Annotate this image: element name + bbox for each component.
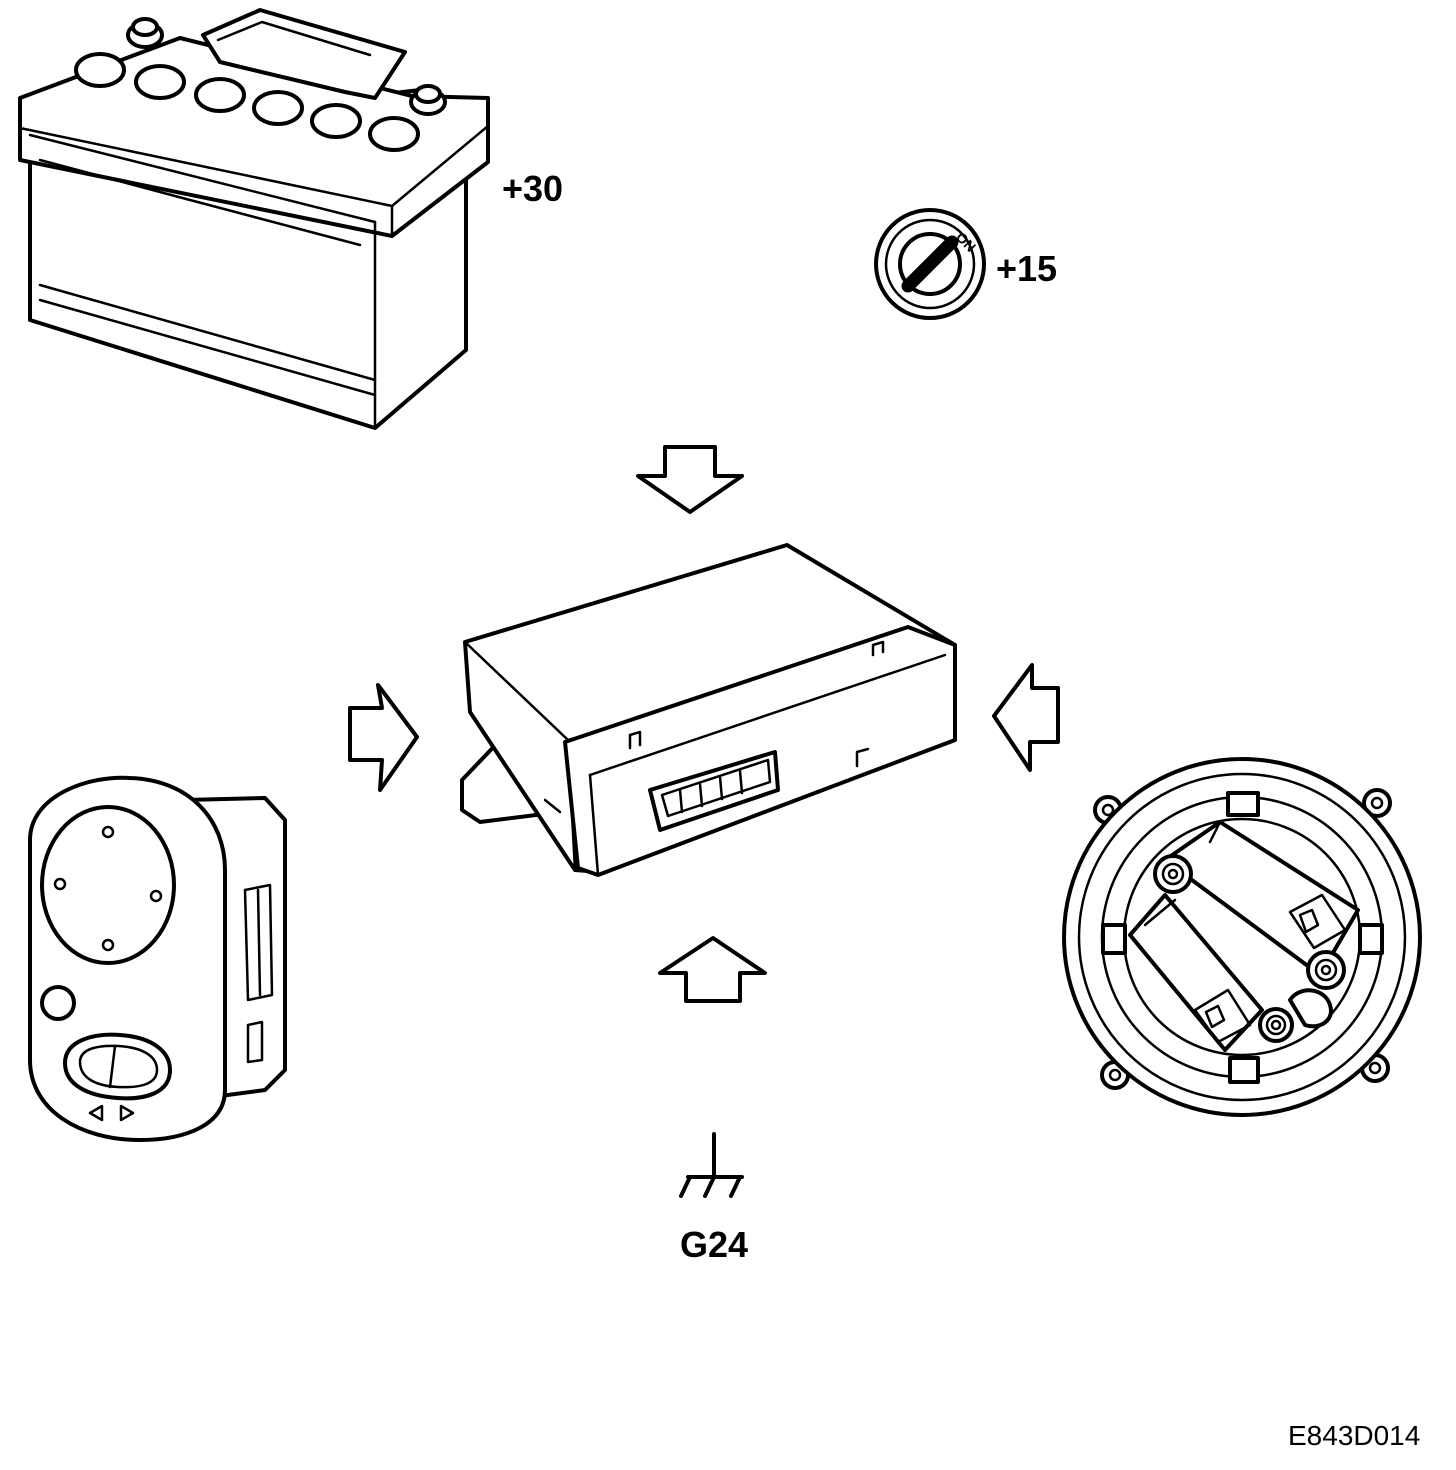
ecu-module-icon <box>460 543 957 877</box>
ground-point-label: G24 <box>680 1224 749 1265</box>
ignition-terminal-label: +15 <box>996 248 1058 289</box>
arrow-right-icon <box>348 683 419 792</box>
arrow-left-icon <box>992 663 1060 772</box>
arrow-up-icon <box>658 936 767 1003</box>
mirror-motor-icon <box>1062 757 1422 1117</box>
module-connector <box>648 750 780 832</box>
battery-cell-caps <box>74 52 420 152</box>
battery-terminal-right <box>409 84 447 116</box>
ignition-key-icon: ON <box>874 208 986 320</box>
ground-symbol-icon <box>679 1132 744 1198</box>
battery-terminal-left <box>126 17 164 49</box>
mirror-adjust-switch-icon <box>28 775 287 1142</box>
battery-terminal-label: +30 <box>502 168 564 209</box>
car-battery-icon <box>18 8 490 430</box>
figure-code-label: E843D014 <box>1288 1420 1421 1451</box>
arrow-down-icon <box>636 445 744 514</box>
